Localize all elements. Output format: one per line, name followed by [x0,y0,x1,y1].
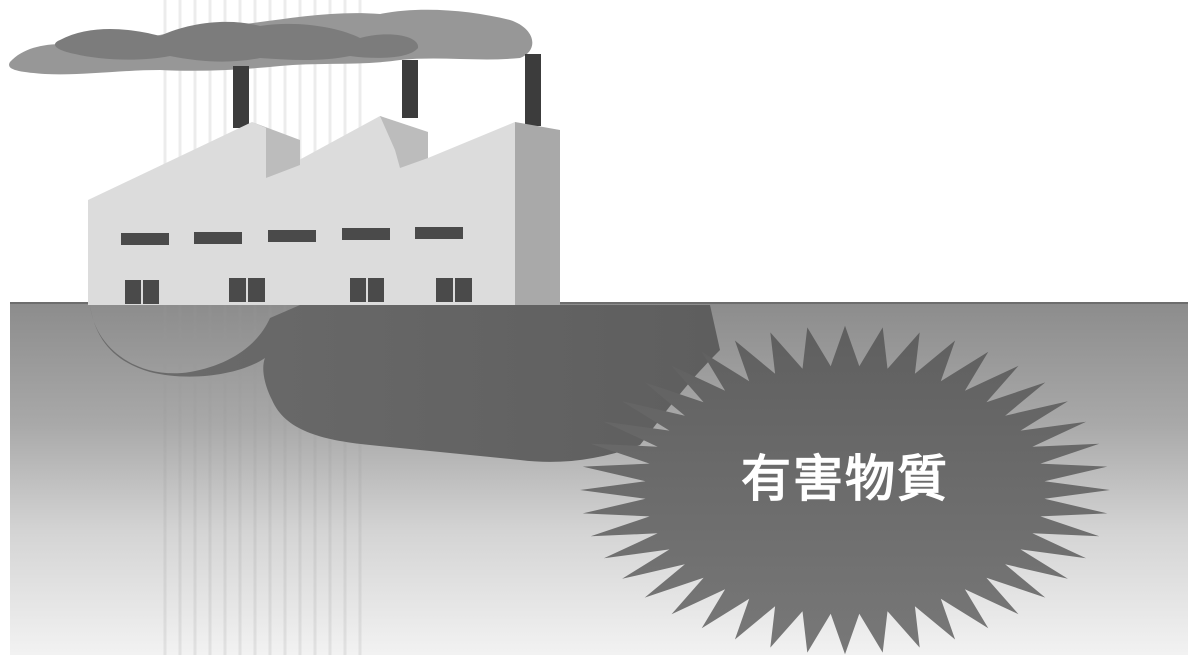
factory-window-mullions [141,278,455,304]
factory-windows-upper [121,227,463,245]
factory-side-wall [515,122,560,305]
contamination-plume [90,305,720,462]
smoke-cloud-front [55,21,419,62]
chimney-left [233,66,249,128]
hazard-burst-label: 有害物質 [741,450,949,508]
chimney-right [525,54,541,126]
smoke-clouds [9,9,533,75]
factory-roof-step-1 [252,122,300,178]
factory-roof-step-2 [380,116,428,168]
chimneys [233,54,541,128]
factory-building [88,116,560,305]
chimney-middle [402,60,418,118]
hazard-burst: 有害物質 [580,325,1110,655]
